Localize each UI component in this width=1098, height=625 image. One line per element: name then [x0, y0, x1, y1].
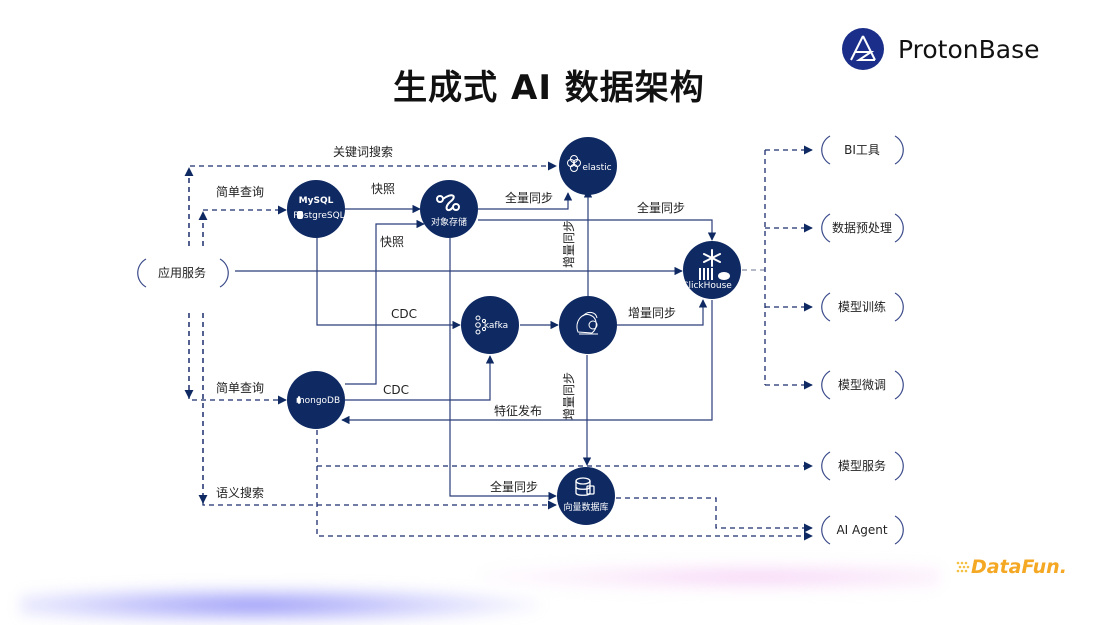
elastic-logo-icon [567, 155, 581, 172]
clickhouse-label: ClickHouse [682, 281, 732, 291]
mongodb-node: mongoDB [287, 371, 345, 429]
app-service-label: 应用服务 [158, 265, 206, 280]
snowflake-icon [703, 249, 721, 267]
decorative-gradient-pink [480, 562, 940, 592]
clickhouse-node: ClickHouse [682, 241, 741, 299]
consumer-bi-tools: BI工具 [821, 135, 904, 165]
clickhouse-bars-icon [699, 268, 713, 280]
edge-objstore-clickhouse [478, 219, 717, 241]
app-service-node: 应用服务 [137, 258, 229, 288]
consumer-data-preprocessing: 数据预处理 [821, 213, 904, 243]
label-incremental-sync-elastic: 增量同步 [562, 220, 576, 268]
label-incremental-sync-clickhouse: 增量同步 [628, 306, 676, 320]
edge-app-elastic-keyword [188, 161, 557, 246]
vector-db-label: 向量数据库 [563, 501, 608, 513]
edge-objstore-elastic [478, 192, 573, 210]
label-feature-publish: 特征发布 [494, 403, 542, 418]
edge-mongo-aiagent [316, 466, 813, 541]
kafka-logo-icon [475, 315, 487, 335]
object-storage-icon [436, 194, 460, 212]
elastic-node: elastic [559, 137, 617, 195]
flink-node [559, 296, 617, 354]
label-semantic-search: 语义搜索 [216, 485, 264, 500]
edge-mongo-kafka [345, 355, 495, 401]
edge-vector-aiagent [616, 497, 813, 533]
label-snapshot-1: 快照 [371, 182, 395, 196]
mysql-postgresql-node: MySQL PostgreSQL [287, 180, 345, 238]
label-simple-query-bottom: 简单查询 [216, 381, 264, 395]
object-storage-label: 对象存储 [431, 216, 467, 228]
label-simple-query-top: 简单查询 [216, 185, 264, 199]
protonbase-logo-icon [842, 28, 884, 70]
brand-name: ProtonBase [898, 34, 1040, 64]
elephant-icon [718, 272, 730, 280]
edge-flink-clickhouse [617, 299, 708, 326]
consumer-model-finetuning: 模型微调 [821, 370, 904, 400]
mysql-label: MySQL [299, 196, 334, 206]
label-keyword-search: 关键词搜索 [333, 144, 393, 159]
kafka-node: kafka [461, 296, 519, 354]
label-snapshot-2: 快照 [380, 235, 404, 249]
elastic-label: elastic [582, 163, 611, 173]
kafka-label: kafka [484, 321, 508, 331]
consumer-model-training: 模型训练 [821, 292, 904, 322]
label-full-sync-elastic: 全量同步 [505, 190, 553, 205]
postgresql-elephant-icon [297, 211, 303, 219]
label-cdc-mongo: CDC [383, 383, 409, 397]
datafun-logo: DataFun. [955, 556, 1067, 578]
vector-db-node: 向量数据库 [557, 467, 615, 525]
svg-text:数据预处理: 数据预处理 [832, 220, 892, 235]
database-icon [575, 477, 595, 496]
label-full-sync-vector: 全量同步 [490, 479, 538, 494]
edge-mysql-kafka [316, 238, 461, 330]
postgresql-label: PostgreSQL [293, 211, 344, 221]
datafun-dots-icon [956, 561, 970, 573]
consumer-model-serving: 模型服务 [821, 451, 904, 481]
protonbase-logo: ProtonBase [842, 28, 1039, 70]
svg-text:模型微调: 模型微调 [838, 378, 886, 392]
edge-mongo-objstore [345, 219, 425, 385]
page-title: 生成式 AI 数据架构 [393, 68, 705, 108]
svg-text:模型服务: 模型服务 [838, 458, 886, 473]
label-incremental-sync-vector: 增量同步 [562, 372, 576, 420]
mongodb-leaf-icon [297, 396, 301, 404]
edge-objstore-vector [449, 238, 557, 501]
object-storage-node: 对象存储 [420, 180, 478, 238]
edge-app-mysql-query [202, 205, 287, 246]
label-full-sync-clickhouse: 全量同步 [637, 200, 685, 215]
edge-mongo-modelservice [316, 430, 813, 471]
datafun-text: DataFun. [971, 556, 1067, 578]
svg-text:模型训练: 模型训练 [838, 299, 886, 314]
consumer-ai-agent: AI Agent [821, 515, 904, 545]
flink-squirrel-icon [576, 311, 598, 335]
svg-text:AI Agent: AI Agent [836, 523, 887, 537]
label-cdc-mysql: CDC [391, 307, 417, 321]
edge-clickhouse-mongo [341, 300, 713, 425]
mongodb-label: mongoDB [296, 396, 340, 406]
svg-text:BI工具: BI工具 [844, 143, 880, 157]
